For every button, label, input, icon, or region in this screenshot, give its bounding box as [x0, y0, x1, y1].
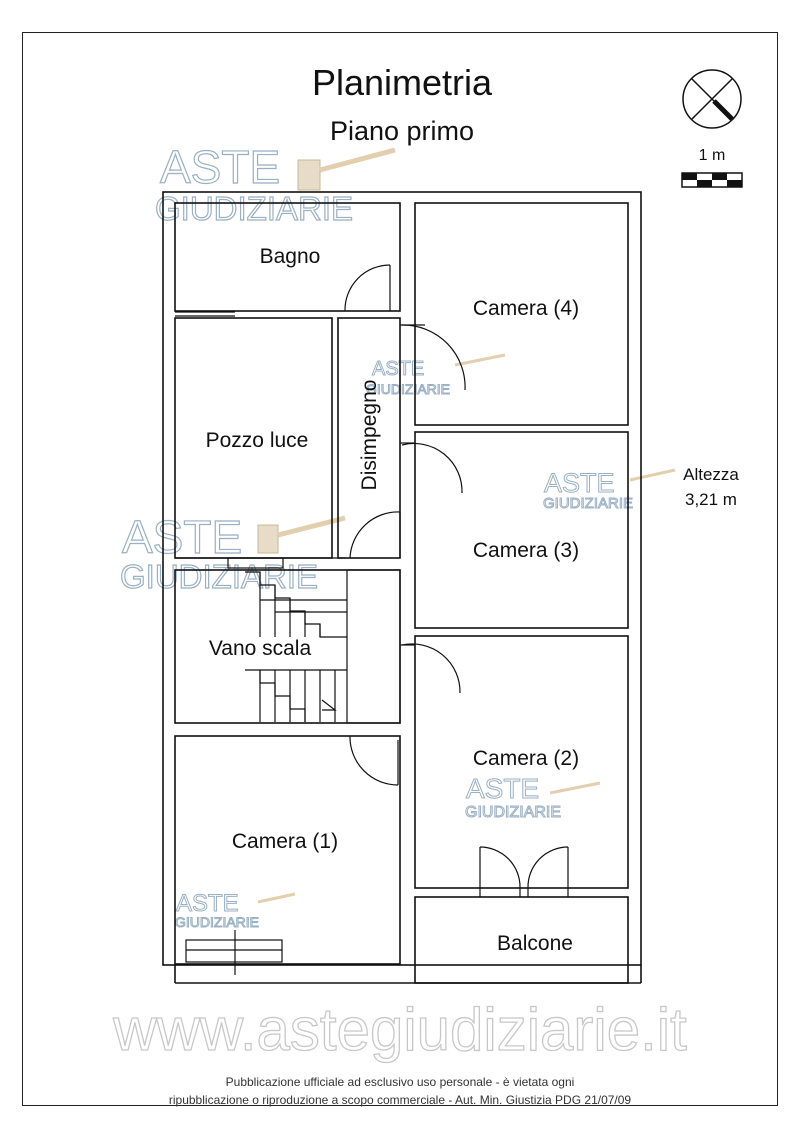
svg-text:ASTE: ASTE [160, 141, 280, 193]
watermark-right: ASTE GIUDIZIARIE [543, 468, 676, 513]
site-watermark: www.astegiudiziarie.it [112, 996, 687, 1063]
svg-text:ASTE: ASTE [466, 773, 539, 804]
svg-text:GIUDIZIARIE: GIUDIZIARIE [543, 495, 633, 512]
room-label-camera-2: Camera (2) [473, 747, 579, 770]
room-label-vano-scala: Vano scala [209, 637, 312, 660]
walls [162, 191, 642, 984]
doors [185, 264, 569, 975]
svg-text:ASTE: ASTE [122, 511, 242, 563]
svg-text:GIUDIZIARIE: GIUDIZIARIE [155, 190, 353, 227]
room-label-disimpegno: Disimpegno [358, 380, 381, 491]
light-well-lines [175, 311, 345, 569]
svg-text:ASTE: ASTE [544, 468, 615, 498]
room-label-camera-4: Camera (4) [473, 297, 579, 320]
footer-line-2: ripubblicazione o riproduzione a scopo c… [168, 1093, 632, 1107]
watermark-center: ASTE GIUDIZIARIE [366, 353, 506, 398]
plan-title: Planimetria [312, 62, 493, 103]
room-label-pozzo-luce: Pozzo luce [206, 429, 309, 452]
watermark-camera2: ASTE GIUDIZIARIE [465, 773, 601, 822]
watermark-camera1: ASTE GIUDIZIARIE [175, 890, 296, 931]
height-label: Altezza [683, 465, 739, 484]
svg-text:ASTE: ASTE [176, 890, 239, 917]
svg-text:GIUDIZIARIE: GIUDIZIARIE [465, 804, 561, 821]
scale-label: 1 m [699, 147, 726, 164]
footer-line-1: Pubblicazione ufficiale ad esclusivo uso… [225, 1075, 575, 1089]
scale-bar [681, 172, 743, 188]
watermark-top-left: ASTE GIUDIZIARIE [154, 140, 396, 228]
svg-text:GIUDIZIARIE: GIUDIZIARIE [366, 381, 450, 397]
plan-subtitle: Piano primo [330, 116, 474, 146]
room-label-balcone: Balcone [497, 932, 573, 955]
compass-icon [682, 69, 742, 129]
svg-text:GIUDIZIARIE: GIUDIZIARIE [120, 558, 318, 595]
room-label-camera-1: Camera (1) [232, 830, 338, 853]
drawing-frame [22, 32, 778, 1106]
watermark-middle-left: ASTE GIUDIZIARIE [119, 510, 346, 596]
room-label-bagno: Bagno [260, 245, 321, 268]
staircase [245, 569, 401, 724]
svg-text:GIUDIZIARIE: GIUDIZIARIE [175, 914, 259, 930]
svg-text:ASTE: ASTE [372, 358, 424, 380]
height-value: 3,21 m [685, 490, 737, 509]
room-label-camera-3: Camera (3) [473, 539, 579, 562]
